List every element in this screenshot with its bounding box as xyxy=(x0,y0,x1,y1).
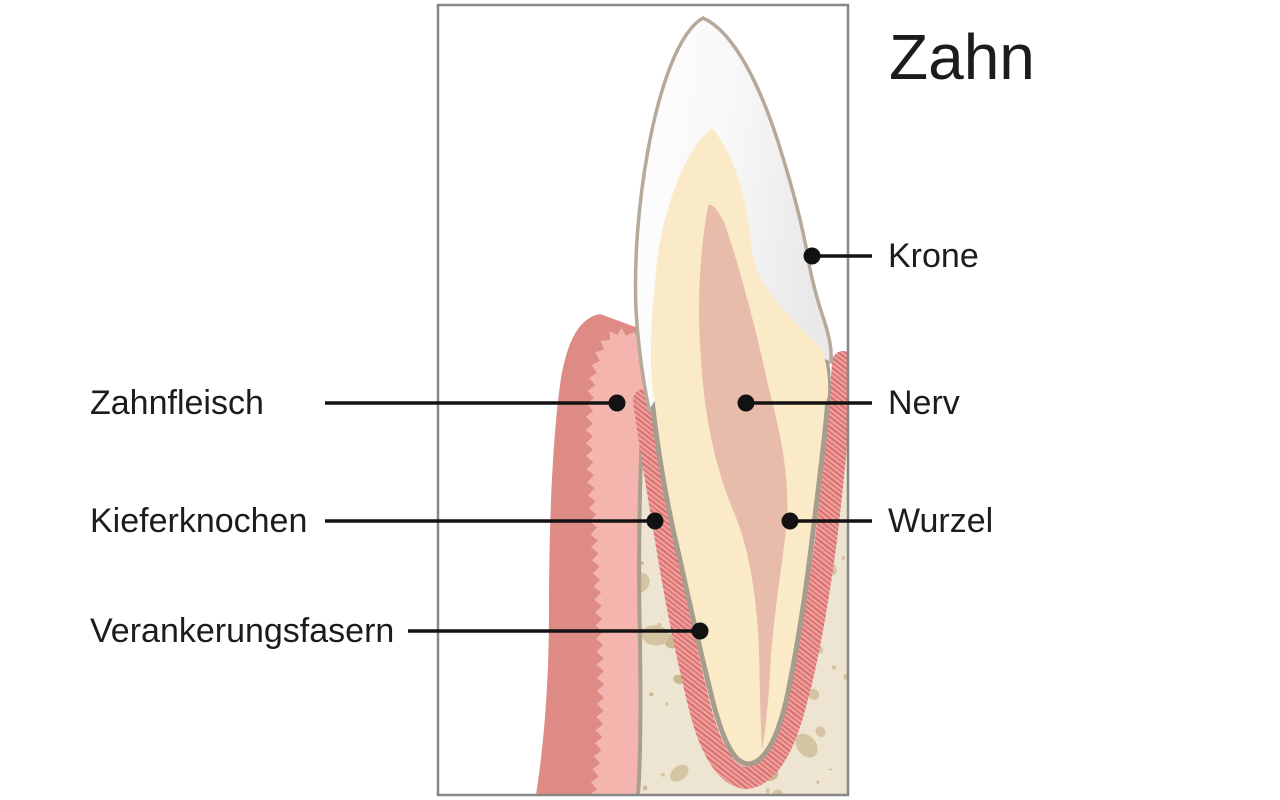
leader-dot-krone xyxy=(803,247,821,265)
ligament-shape xyxy=(633,351,847,790)
label-kieferknochen: Kieferknochen xyxy=(90,502,308,540)
label-verankerungsfasern: Verankerungsfasern xyxy=(90,612,395,650)
pulp-nerve-shape xyxy=(699,204,788,750)
label-krone: Krone xyxy=(888,237,979,275)
leader-dot-zahnfleisch xyxy=(608,394,626,412)
enamel-outline xyxy=(633,16,833,412)
leader-dot-kieferknochen xyxy=(646,512,664,530)
label-zahnfleisch: Zahnfleisch xyxy=(90,384,264,422)
diagram-title: Zahn xyxy=(889,21,1035,93)
figure-frame xyxy=(436,3,850,797)
leader-dot-nerv xyxy=(737,394,755,412)
gum-stippled-edge xyxy=(585,327,634,794)
leader-dot-verankerungsfasern xyxy=(691,622,709,640)
leader-dot-wurzel xyxy=(781,512,799,530)
gum-inner-shape xyxy=(585,327,655,794)
label-nerv: Nerv xyxy=(888,384,960,422)
label-wurzel: Wurzel xyxy=(888,502,994,540)
